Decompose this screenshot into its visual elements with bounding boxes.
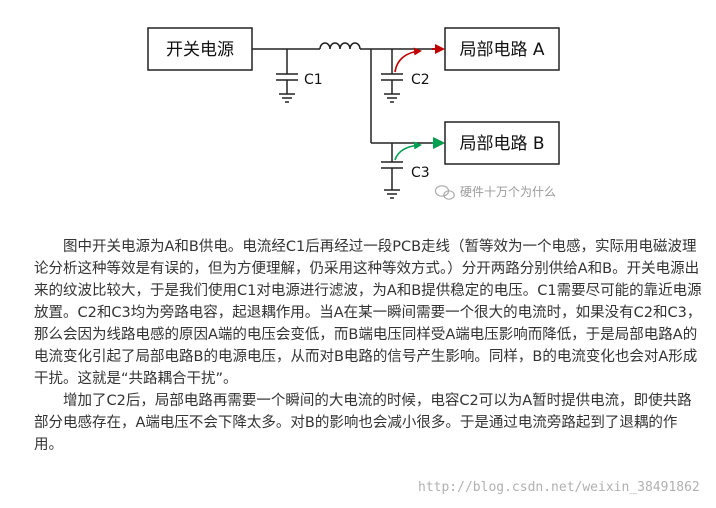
pcb-trace-inductor [319,42,361,50]
article-paragraph-2: 增加了C2后，局部电路再需要一个瞬间的大电流的时候，电容C2可以为A暂时提供电流… [34,393,692,453]
capacitor-c3 [381,143,403,199]
watermark-text: 硬件十万个为什么 [460,185,556,199]
switching-power-supply-box: 开关电源 [147,27,253,71]
capacitor-c2 [381,49,403,103]
source-label: 开关电源 [166,40,234,60]
load-a-box: 局部电路 A [444,27,560,71]
wechat-watermark: 硬件十万个为什么 [434,185,556,200]
c1-label: C1 [304,72,323,88]
arrowhead-green [433,137,445,149]
main-wires [252,48,432,143]
decoupling-circuit-diagram: 开关电源 局部电路 A 局部电路 B C1 [147,27,560,200]
c2-label: C2 [411,72,430,88]
load-b-label: 局部电路 B [459,134,544,154]
c3-label: C3 [411,165,430,181]
load-b-box: 局部电路 B [444,121,560,165]
article-paragraph-1: 图中开关电源为A和B供电。电流经C1后再经过一段PCB走线（暂等效为一个电感，实… [34,239,702,387]
wechat-icon [434,185,455,200]
article-body: 图中开关电源为A和B供电。电流经C1后再经过一段PCB走线（暂等效为一个电感，实… [34,236,702,456]
c2-current-arrow [394,47,422,73]
c3-current-arrow [394,141,422,161]
capacitor-c1 [276,49,298,103]
blog-url-watermark: http://blog.csdn.net/weixin_38491862 [418,480,700,495]
load-a-label: 局部电路 A [459,40,544,60]
